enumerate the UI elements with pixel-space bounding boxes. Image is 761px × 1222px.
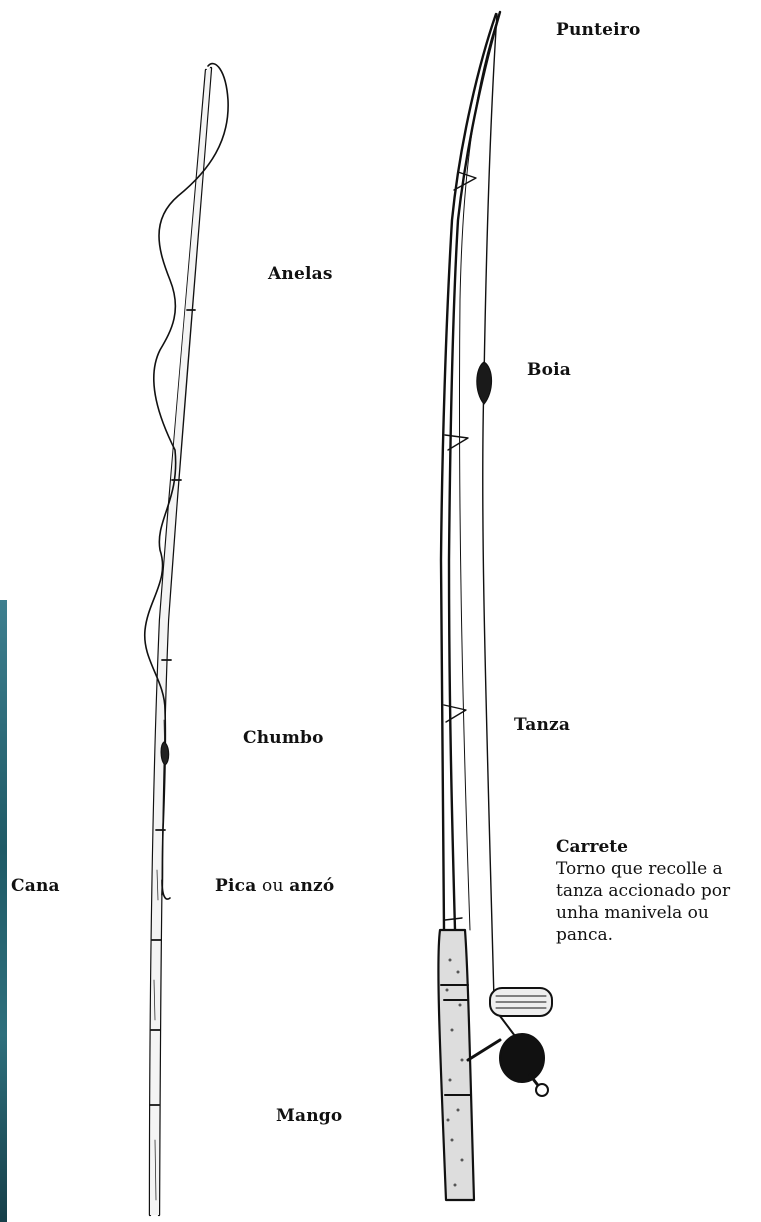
label-anelas: Anelas	[268, 264, 333, 284]
label-anzo: anzó	[289, 876, 334, 896]
label-punteiro: Punteiro	[556, 20, 641, 40]
reel-rod	[438, 12, 552, 1200]
carrete-desc-line: tanza accionado por	[556, 880, 730, 902]
label-carrete: Carrete	[556, 836, 730, 858]
label-tanza: Tanza	[514, 715, 570, 735]
label-boia: Boia	[527, 360, 571, 380]
label-pica-anzo: Pica ou anzó	[215, 876, 334, 896]
simple-cane-rod	[145, 64, 228, 1215]
carrete-desc-line: panca.	[556, 924, 730, 946]
label-mango: Mango	[276, 1106, 342, 1126]
label-chumbo: Chumbo	[243, 728, 324, 748]
label-pica: Pica	[215, 876, 256, 896]
label-ou: ou	[262, 876, 284, 896]
label-cana: Cana	[11, 876, 60, 896]
carrete-desc-line: Torno que recolle a	[556, 858, 730, 880]
carrete-desc-line: unha manivela ou	[556, 902, 730, 924]
carrete-description: Carrete Torno que recolle a tanza accion…	[556, 836, 730, 946]
